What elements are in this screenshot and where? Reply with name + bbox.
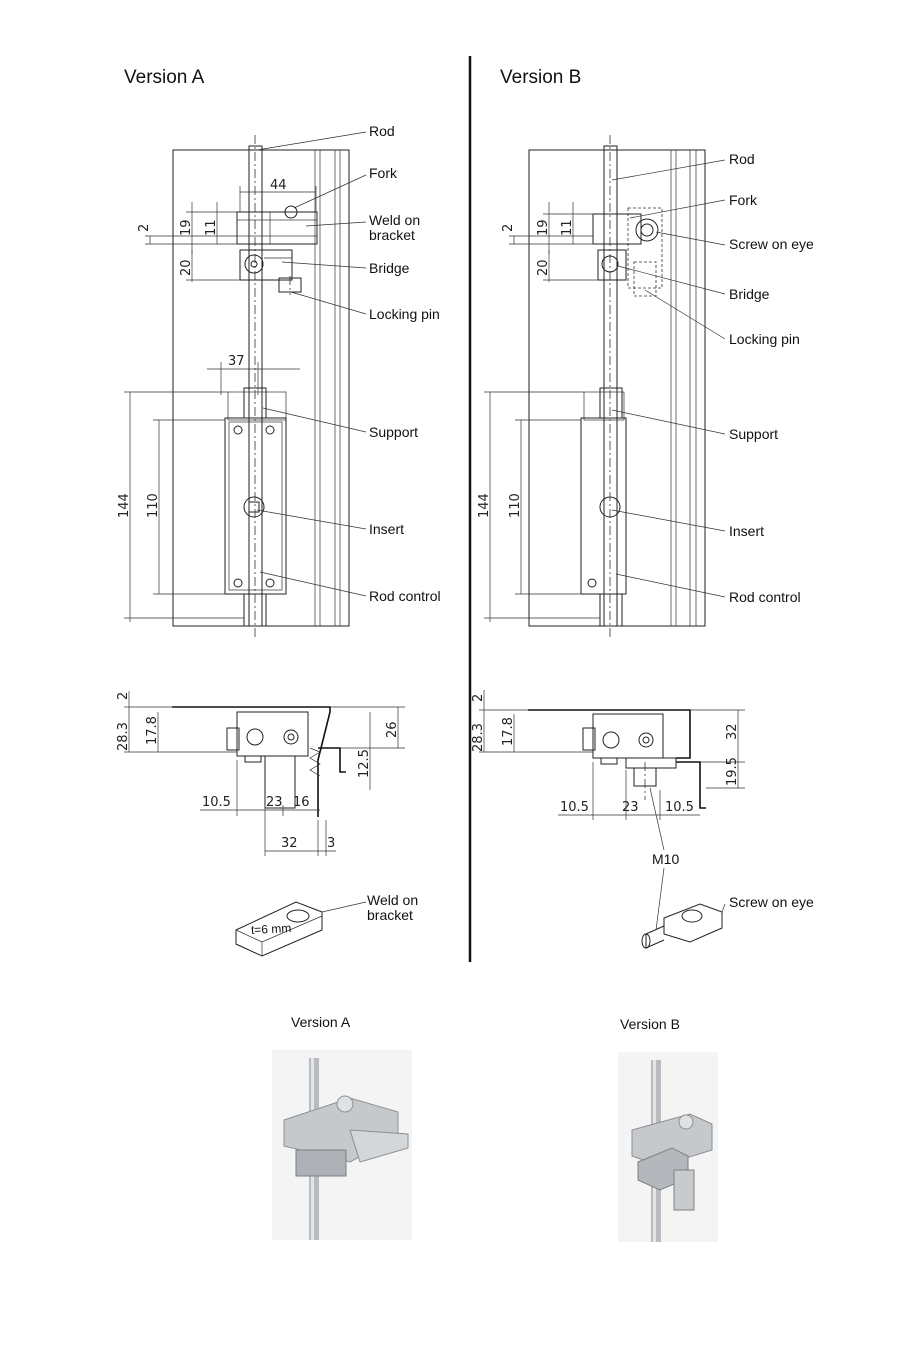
svg-text:2: 2: [501, 224, 516, 232]
svg-text:28.3: 28.3: [116, 722, 131, 751]
a-bracket-thickness: t=6 mm: [250, 920, 292, 938]
svg-text:19: 19: [536, 219, 551, 236]
svg-text:110: 110: [508, 493, 523, 518]
svg-text:144: 144: [477, 493, 492, 518]
b-label-rod: Rod: [729, 151, 755, 167]
a-label-rod-control: Rod control: [369, 588, 441, 604]
svg-text:10.5: 10.5: [560, 800, 589, 815]
svg-text:10.5: 10.5: [665, 800, 694, 815]
b-label-screw-on-eye: Screw on eye: [729, 236, 814, 252]
b-eye-label: Screw on eye: [729, 894, 814, 910]
svg-text:2: 2: [116, 692, 131, 700]
photo-version-a: [272, 1050, 412, 1240]
version-b-front-view: 2 19 11 20 144 110: [477, 135, 726, 640]
svg-text:37: 37: [228, 354, 245, 369]
svg-text:11: 11: [204, 219, 219, 236]
b-thread-label: M10: [652, 851, 680, 867]
svg-text:17.8: 17.8: [145, 716, 160, 745]
version-a-title: Version A: [124, 67, 205, 88]
b-label-support: Support: [729, 426, 779, 442]
a-label-bridge: Bridge: [369, 260, 410, 276]
photo-a-title: Version A: [291, 1014, 351, 1030]
b-label-locking-pin: Locking pin: [729, 331, 800, 347]
a-label-fork: Fork: [369, 165, 397, 181]
svg-text:19: 19: [179, 219, 194, 236]
a-label-insert: Insert: [369, 521, 405, 537]
version-a-front-view: 44 2 19 11 20 37 144 110: [117, 131, 367, 640]
photo-version-b: [618, 1052, 718, 1242]
version-a-section-view: 2 28.3 17.8 26 12.5 10.5 23 16 32 3: [116, 691, 405, 856]
svg-text:144: 144: [117, 493, 132, 518]
version-b-section-view: 2 28.3 17.8 32 19.5 10.5 23 10.5: [471, 690, 745, 851]
a-label-rod: Rod: [369, 123, 395, 139]
b-label-rod-control: Rod control: [729, 589, 801, 605]
a-label-support: Support: [369, 424, 419, 440]
a-label-weld-on-bracket: Weld on bracket: [369, 212, 421, 243]
svg-text:110: 110: [146, 493, 161, 518]
svg-text:28.3: 28.3: [471, 723, 486, 752]
svg-text:16: 16: [293, 795, 310, 810]
a-bracket-label: Weld on bracket: [367, 892, 419, 923]
svg-text:23: 23: [266, 795, 283, 810]
svg-text:44: 44: [270, 178, 287, 193]
svg-text:10.5: 10.5: [202, 795, 231, 810]
svg-text:23: 23: [622, 800, 639, 815]
svg-text:3: 3: [327, 836, 335, 851]
b-label-fork: Fork: [729, 192, 757, 208]
svg-text:32: 32: [281, 836, 298, 851]
svg-text:20: 20: [536, 259, 551, 276]
version-b-title: Version B: [500, 67, 582, 88]
svg-text:32: 32: [725, 723, 740, 740]
svg-text:2: 2: [471, 694, 486, 702]
svg-text:26: 26: [385, 721, 400, 738]
svg-text:20: 20: [179, 259, 194, 276]
screw-on-eye-sketch: [641, 867, 726, 949]
svg-text:2: 2: [137, 224, 152, 232]
svg-text:11: 11: [560, 219, 575, 236]
b-label-insert: Insert: [729, 523, 765, 539]
svg-text:19.5: 19.5: [725, 757, 740, 786]
weld-bracket-sketch: [235, 901, 367, 957]
svg-text:17.8: 17.8: [501, 717, 516, 746]
photo-b-title: Version B: [620, 1016, 680, 1032]
svg-text:12.5: 12.5: [357, 749, 372, 778]
a-label-locking-pin: Locking pin: [369, 306, 440, 322]
b-label-bridge: Bridge: [729, 286, 770, 302]
